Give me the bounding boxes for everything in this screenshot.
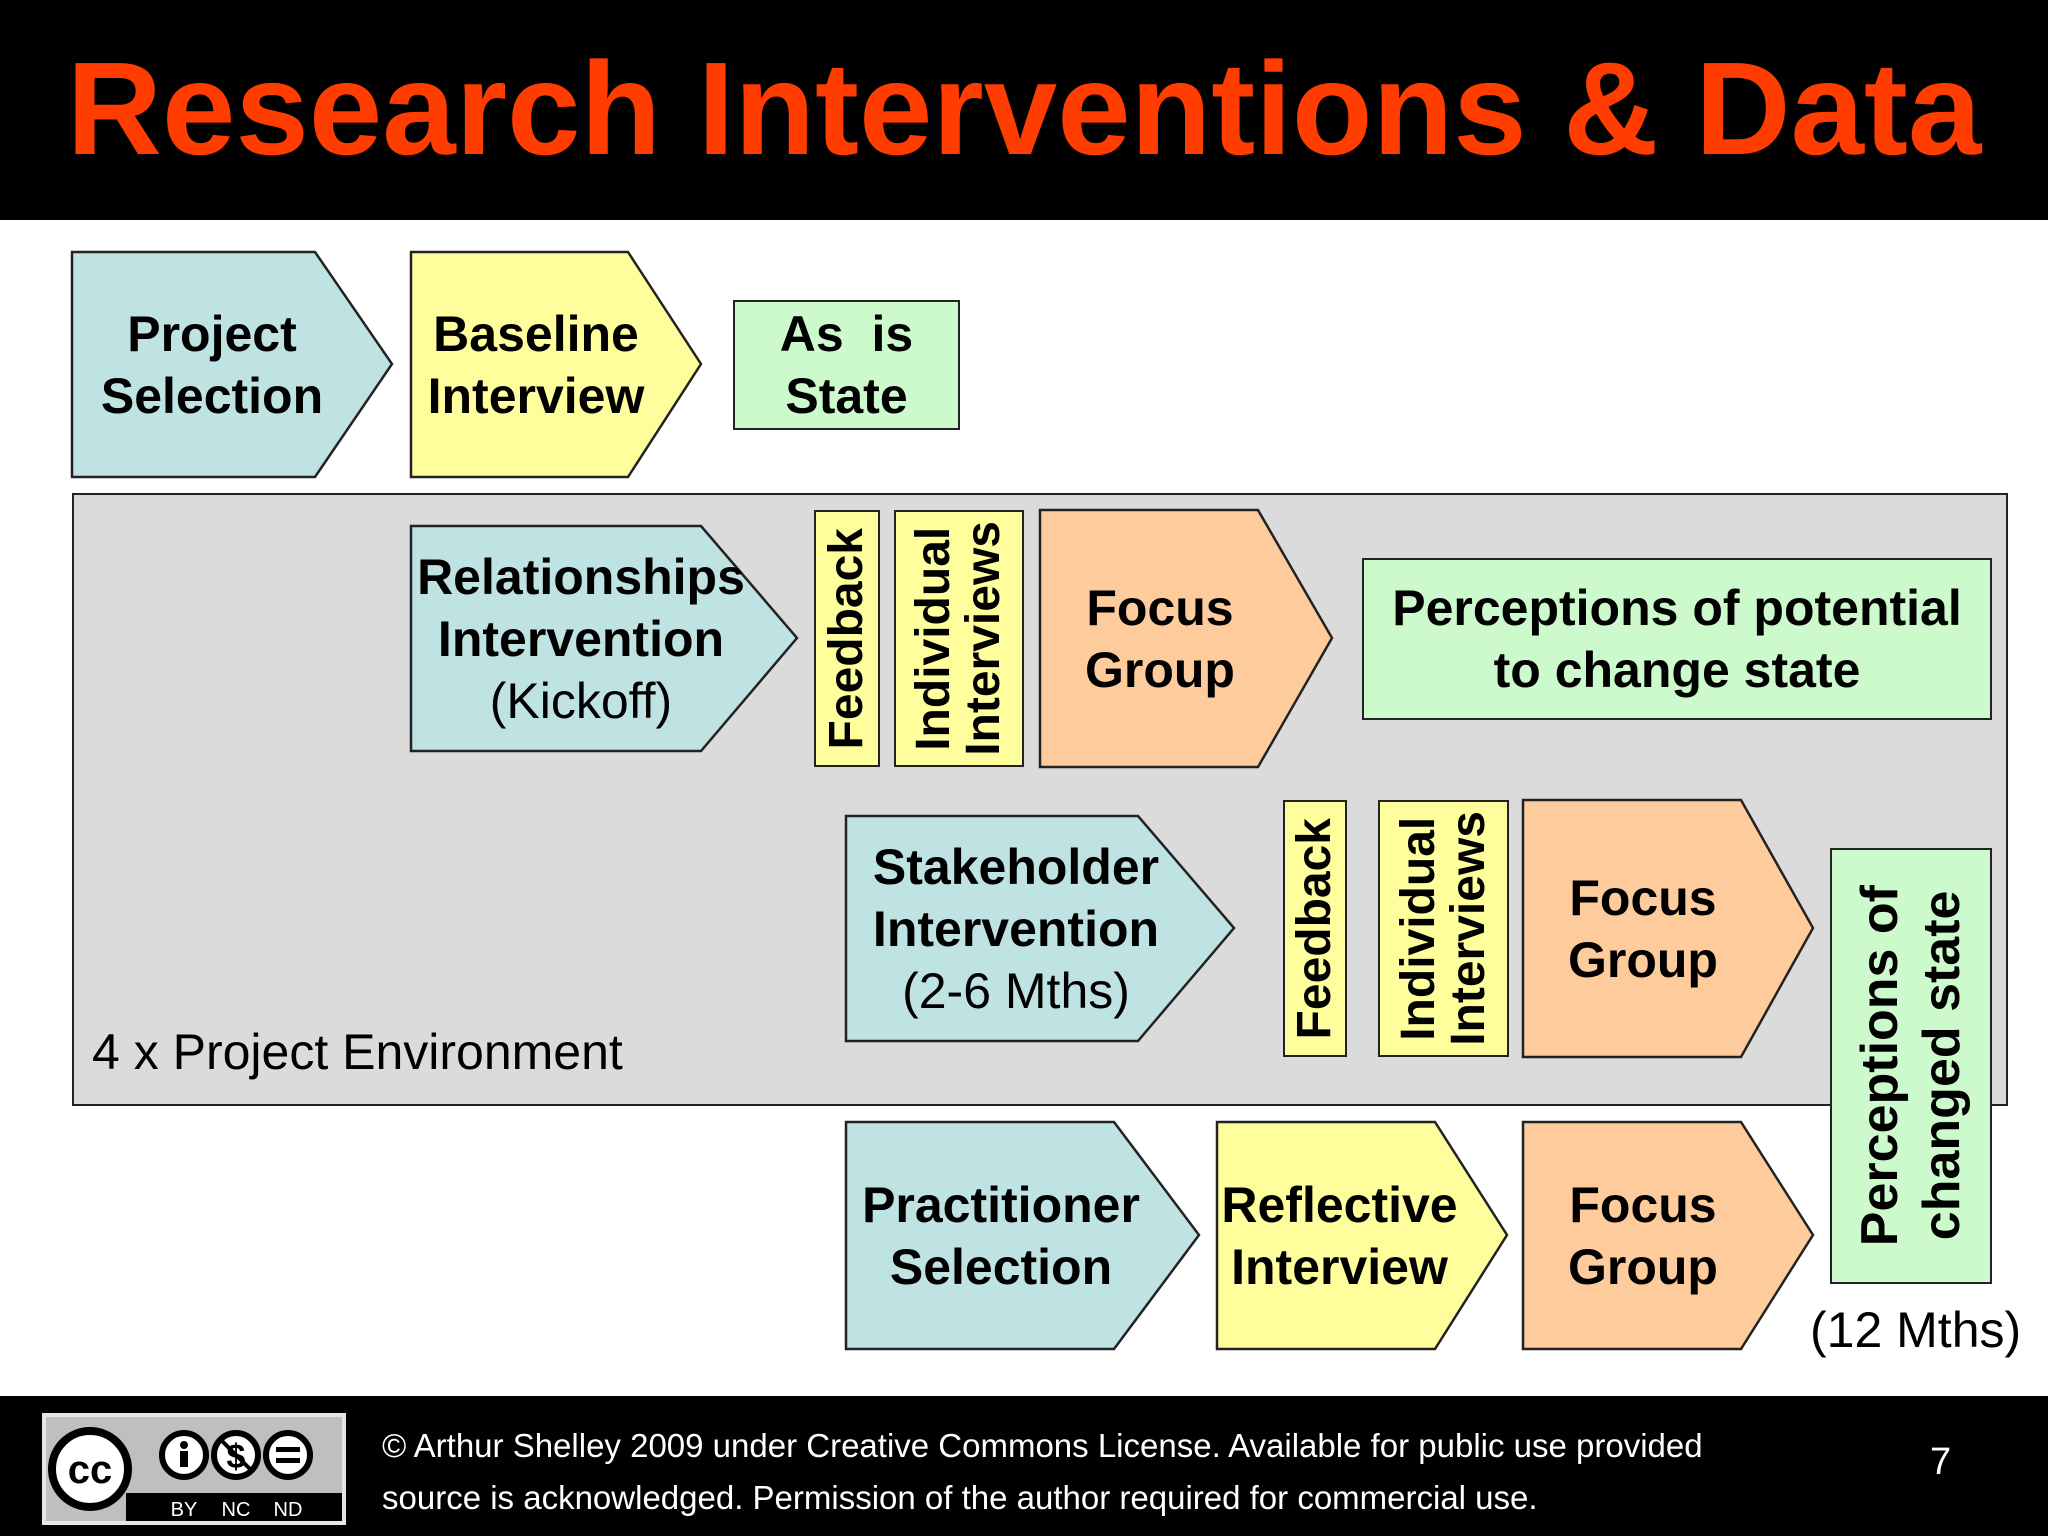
twelve-months-label: (12 Mths) [1810,1302,2022,1358]
focus-group-3-line2: Group [1568,1238,1718,1295]
individual-interviews-2-line2: Interviews [1441,811,1495,1046]
practitioner-selection-line2: Selection [889,1238,1113,1295]
focus-group-2-line1: Focus [1569,869,1717,926]
baseline-interview-line1: Baseline [433,305,639,362]
perceptions-changed-label: Perceptions of changed state [1849,885,1973,1246]
feedback-label-1: Feedback [820,527,873,750]
feedback-label-2: Feedback [1288,817,1341,1040]
focus-group-arrow-3 [1521,1120,1815,1351]
svg-text:NC: NC [222,1499,251,1521]
stakeholder-intervention-line1: Stakeholder [872,838,1160,895]
focus-group-1-line2: Group [1085,641,1235,698]
page-title: Research Interventions & Data [66,35,1982,182]
perceptions-potential-line1: Perceptions of potential [1392,580,1962,636]
copyright-line-2: source is acknowledged. Permission of th… [382,1479,1538,1516]
project-selection-arrow [70,250,394,479]
perceptions-changed-line1: Perceptions of [1851,885,1909,1247]
feedback-box-2: Feedback [1283,800,1347,1057]
project-selection-text: Project Selection [72,252,352,477]
practitioner-selection-line1: Practitioner [862,1176,1140,1233]
copyright-line-1: © Arthur Shelley 2009 under Creative Com… [382,1427,1703,1464]
perceptions-potential-line2: to change state [1493,642,1861,698]
project-selection-line1: Project [127,305,297,362]
focus-group-arrow-1 [1038,508,1334,769]
focus-group-text-2: Focus Group [1523,800,1763,1057]
individual-interviews-box-1: Individual Interviews [894,510,1024,767]
svg-text:ND: ND [274,1499,303,1521]
individual-interviews-2-line1: Individual [1391,816,1445,1041]
focus-group-text-1: Focus Group [1040,510,1280,767]
relationships-intervention-sub: (Kickoff) [489,672,673,729]
baseline-interview-line2: Interview [427,367,645,424]
svg-text:cc: cc [68,1448,113,1492]
page-number: 7 [1930,1441,1952,1483]
copyright-notice: © Arthur Shelley 2009 under Creative Com… [382,1420,1802,1524]
individual-interviews-1-line2: Interviews [957,521,1010,756]
perceptions-changed-line2: changed state [1913,891,1971,1241]
reflective-interview-text: Reflective Interview [1217,1122,1462,1349]
practitioner-selection-text: Practitioner Selection [846,1122,1156,1349]
svg-text:BY: BY [171,1499,198,1521]
baseline-interview-text: Baseline Interview [411,252,661,477]
individual-interviews-1-line1: Individual [907,526,960,751]
relationships-intervention-text: Relationships Intervention (Kickoff) [411,526,751,751]
perceptions-potential-box: Perceptions of potential to change state [1362,558,1992,720]
individual-interviews-label-1: Individual Interviews [907,521,1010,756]
as-is-state-line1: As is [779,306,914,362]
focus-group-2-line2: Group [1568,931,1718,988]
relationships-intervention-line1: Relationships [417,548,745,605]
focus-group-1-line1: Focus [1086,579,1234,636]
baseline-interview-arrow [409,250,703,479]
reflective-interview-line1: Reflective [1221,1176,1458,1233]
focus-group-arrow-2 [1521,798,1815,1059]
perceptions-changed-box: Perceptions of changed state [1830,848,1992,1284]
relationships-intervention-line2: Intervention [437,610,725,667]
header-bar [0,0,2048,220]
stakeholder-intervention-text: Stakeholder Intervention (2-6 Mths) [846,816,1186,1041]
stakeholder-intervention-arrow [844,814,1236,1043]
stakeholder-intervention-sub: (2-6 Mths) [902,962,1130,1019]
cc-license-graphic: cc $ BY NC ND [46,1417,342,1521]
project-selection-line2: Selection [100,367,324,424]
stakeholder-intervention-line2: Intervention [872,900,1160,957]
as-is-state-box: As is State [733,300,960,430]
reflective-interview-line2: Interview [1231,1238,1448,1295]
focus-group-text-3: Focus Group [1523,1122,1763,1349]
focus-group-3-line1: Focus [1569,1176,1717,1233]
nd-icon [263,1430,313,1480]
individual-interviews-box-2: Individual Interviews [1378,800,1509,1057]
cc-icon [48,1427,132,1511]
relationships-intervention-arrow [409,524,799,753]
cc-license-badge: cc $ BY NC ND [42,1413,346,1525]
individual-interviews-label-2: Individual Interviews [1391,811,1495,1046]
reflective-interview-arrow [1215,1120,1509,1351]
as-is-state-line2: State [785,368,908,424]
project-environment-label: 4 x Project Environment [92,1024,623,1080]
practitioner-selection-arrow [844,1120,1201,1351]
feedback-box-1: Feedback [814,510,880,767]
